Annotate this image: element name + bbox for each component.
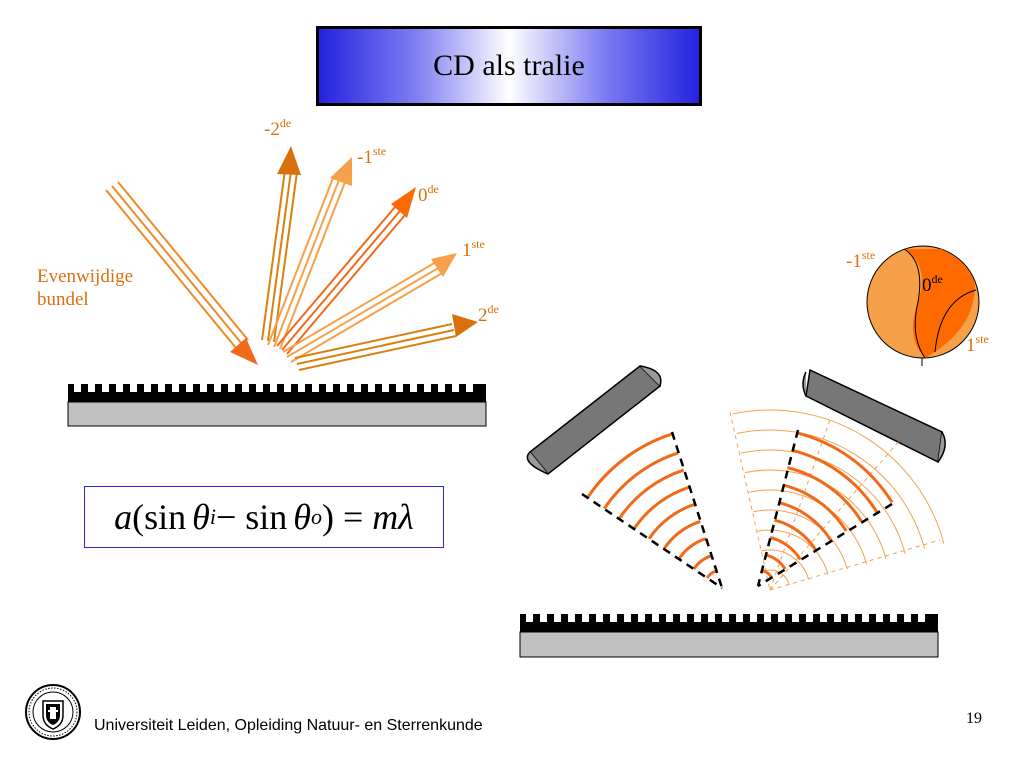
formula-theta-o: θ bbox=[293, 497, 311, 537]
slide-title-box: CD als tralie bbox=[316, 26, 702, 106]
incident-arrowhead bbox=[230, 338, 258, 365]
circle-label-minus1: -1ste bbox=[846, 248, 876, 272]
footer-text: Universiteit Leiden, Opleiding Natuur- e… bbox=[94, 717, 483, 734]
beam-order-plus2 bbox=[294, 323, 457, 371]
slide-title: CD als tralie bbox=[433, 49, 585, 82]
beam-order-minus1 bbox=[267, 177, 346, 350]
formula-m: m bbox=[372, 497, 399, 537]
page-number: 19 bbox=[966, 710, 982, 727]
formula-minus: − sin bbox=[215, 497, 288, 537]
formula-theta-i: θ bbox=[192, 497, 210, 537]
arrowhead-plus2 bbox=[452, 314, 478, 337]
label-order-plus2: 2de bbox=[478, 302, 499, 326]
arrowhead-minus1 bbox=[330, 157, 352, 186]
arrowhead-plus1 bbox=[431, 253, 457, 277]
beam-label-line1: Evenwijdige bbox=[37, 266, 134, 287]
circle-label-0: 0de bbox=[922, 272, 943, 296]
beam-label: Evenwijdige bundel bbox=[37, 265, 133, 311]
lens-right bbox=[802, 368, 946, 464]
grating-left bbox=[67, 384, 487, 427]
formula-sub-i: i bbox=[209, 504, 216, 529]
grating-right bbox=[519, 614, 939, 658]
beam-label-line2: bundel bbox=[37, 289, 89, 310]
label-order-minus2: -2de bbox=[264, 116, 292, 140]
wavefront-cone-right bbox=[756, 429, 894, 588]
formula-a: a bbox=[114, 497, 133, 537]
beam-order-0 bbox=[276, 206, 406, 355]
label-order-plus1: 1ste bbox=[462, 237, 485, 261]
arrowhead-0 bbox=[391, 187, 416, 218]
label-order-minus1: -1ste bbox=[357, 144, 387, 168]
circle-label-plus1: 1ste bbox=[966, 332, 989, 356]
formula-sub-o: o bbox=[310, 504, 322, 529]
order-circle bbox=[866, 245, 980, 366]
beam-order-minus2 bbox=[261, 169, 298, 343]
formula-lambda: λ bbox=[398, 497, 414, 537]
incident-beam bbox=[105, 181, 249, 349]
wavefront-cone-left bbox=[581, 431, 724, 590]
arrowhead-minus2 bbox=[277, 146, 301, 175]
formula-open: (sin bbox=[132, 497, 187, 537]
label-order-0: 0de bbox=[418, 182, 439, 206]
formula-close: ) = bbox=[321, 497, 373, 537]
lens-left bbox=[526, 365, 662, 476]
university-seal-icon bbox=[25, 684, 81, 740]
beam-order-plus1 bbox=[282, 261, 445, 363]
